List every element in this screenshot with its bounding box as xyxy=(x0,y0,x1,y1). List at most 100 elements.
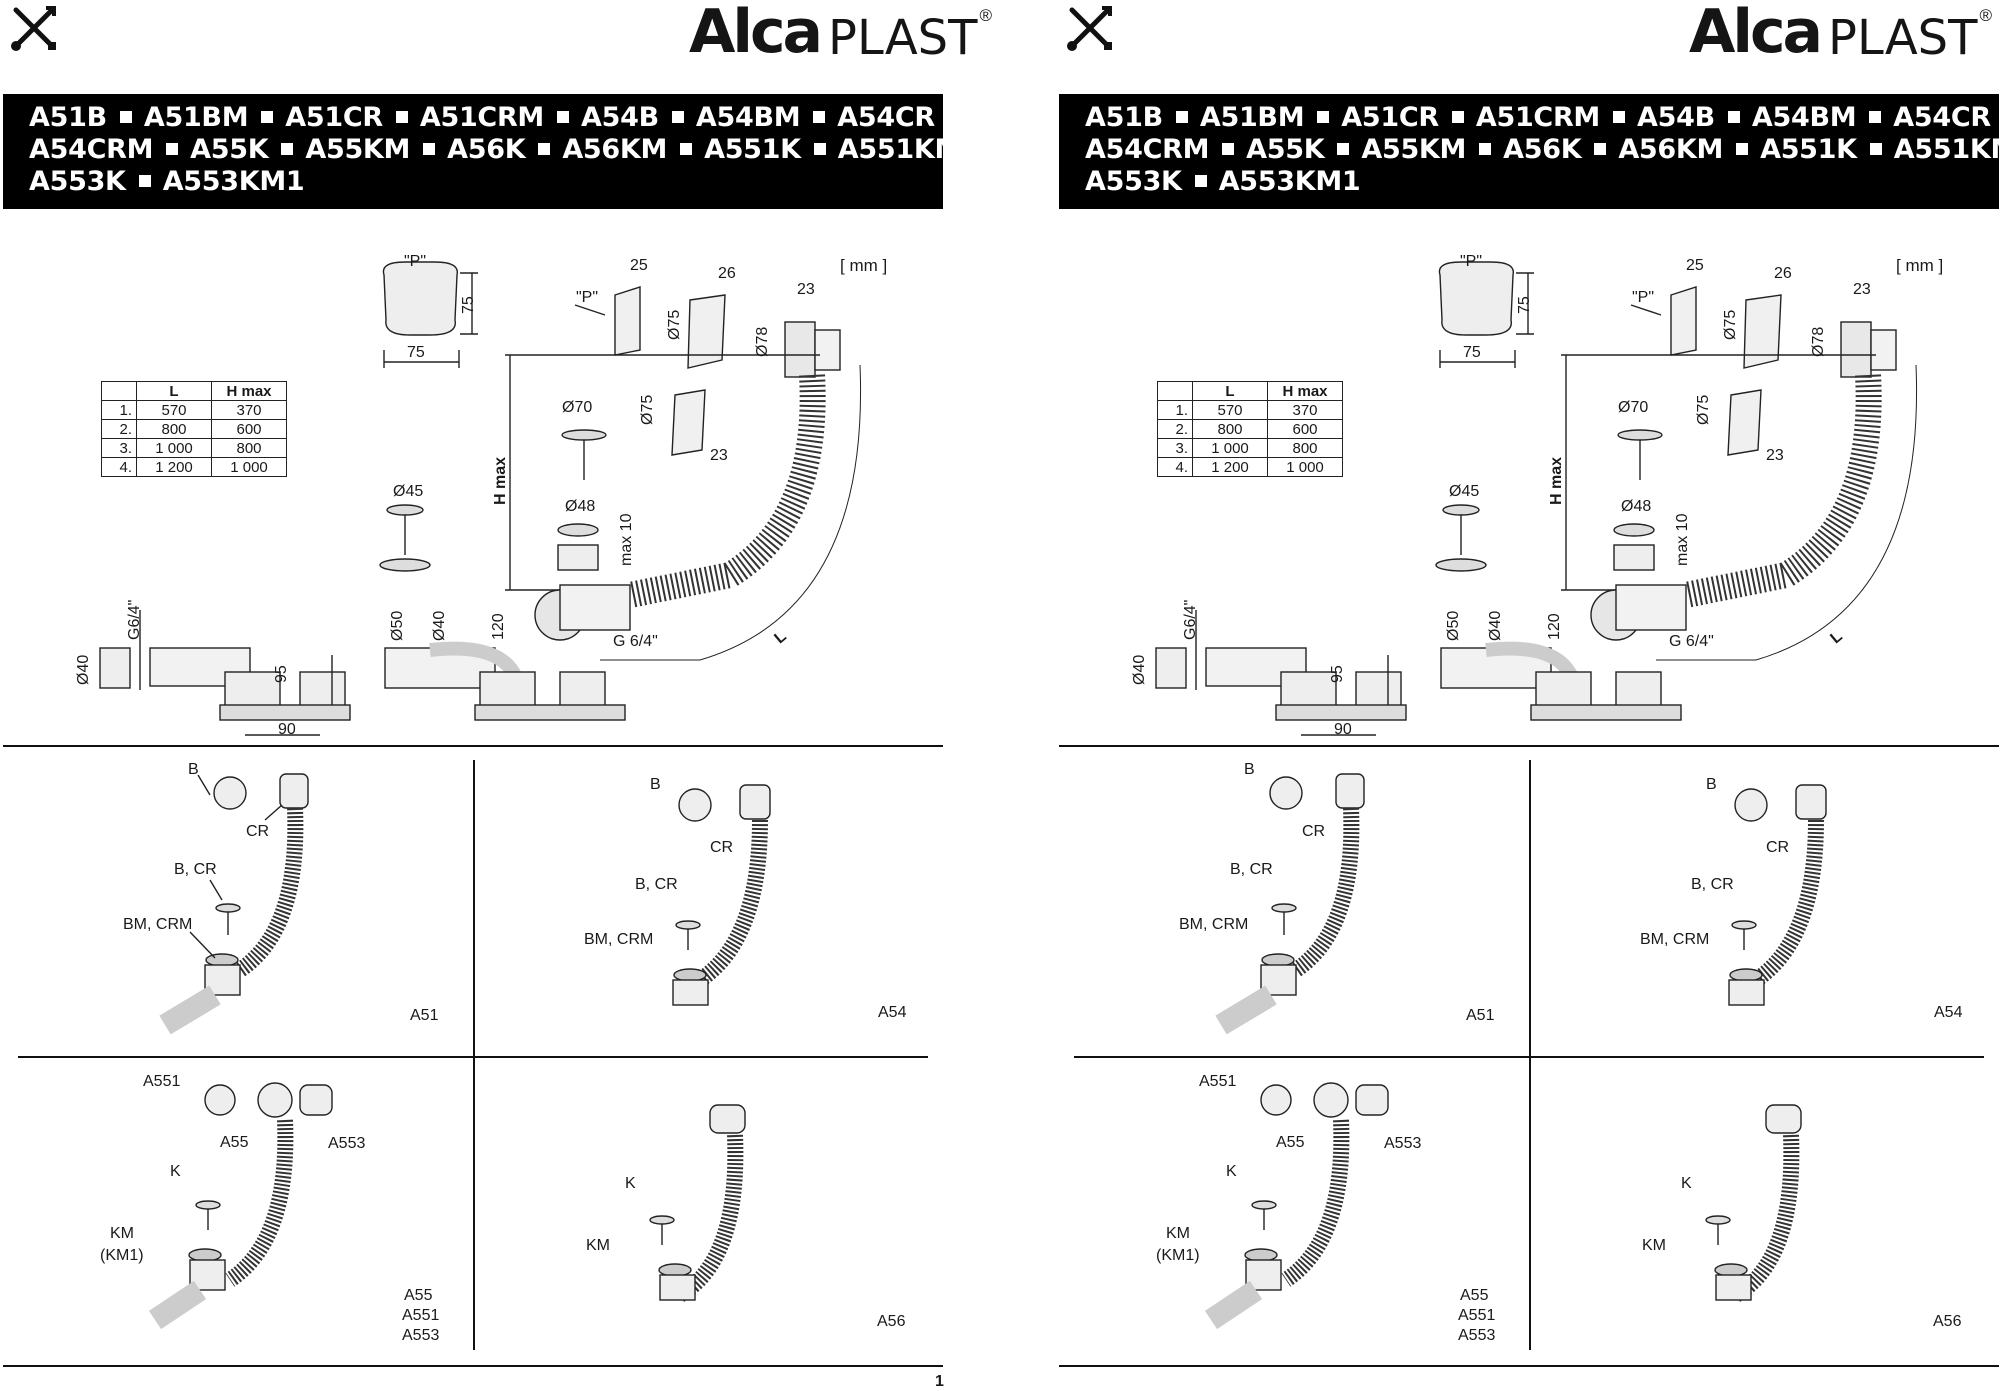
variant-model: A54 xyxy=(1934,1004,1963,1021)
divider xyxy=(1074,1056,1984,1058)
label-a55: A55 xyxy=(220,1134,249,1151)
dim-dia48: Ø48 xyxy=(565,498,596,515)
model-code: A553K xyxy=(1085,166,1182,197)
model-code: A54BM xyxy=(1751,102,1857,133)
label-km: KM xyxy=(1166,1225,1190,1242)
label-a553: A553 xyxy=(328,1135,366,1152)
dim-dia75-a: Ø75 xyxy=(1722,309,1739,340)
divider xyxy=(1529,760,1531,1350)
brand-logo: Alca PLAST ® xyxy=(689,0,992,62)
table-cell: 1 000 xyxy=(1192,438,1268,458)
model-code: A51CRM xyxy=(419,102,545,133)
technical-drawing xyxy=(1155,261,1918,736)
dim-120: 120 xyxy=(490,613,507,640)
table-cell: 1 200 xyxy=(136,457,212,477)
label-a551: A551 xyxy=(143,1073,181,1090)
tools-icon xyxy=(11,6,56,51)
page-number: 1 xyxy=(935,1373,944,1390)
model-code: A51B xyxy=(1085,102,1163,133)
dim-23-bottom: 23 xyxy=(1766,447,1784,464)
model-code: A553K xyxy=(29,166,126,197)
variant-model: A54 xyxy=(878,1004,907,1021)
table-row: 4. 1 200 1 000 xyxy=(1157,457,1343,477)
model-code: A56K xyxy=(1503,134,1582,165)
dim-90: 90 xyxy=(278,721,296,738)
dim-p-label-2: "P" xyxy=(576,289,599,306)
label-b: B xyxy=(188,761,199,778)
table-row: 3. 1 000 800 xyxy=(1157,438,1343,458)
model-code: A551K xyxy=(1760,134,1857,165)
table-row: 2. 800 600 xyxy=(101,419,287,439)
table-row: 1. 570 370 xyxy=(101,400,287,420)
dim-120: 120 xyxy=(1546,613,1563,640)
model-code: A56KM xyxy=(562,134,668,165)
dim-g64-right: G 6/4" xyxy=(1669,633,1714,650)
label-km: KM xyxy=(586,1237,610,1254)
label-cr: CR xyxy=(1302,823,1326,840)
label-b-cr: B, CR xyxy=(635,876,678,893)
label-cr: CR xyxy=(246,823,270,840)
dim-h-max: H max xyxy=(1548,456,1565,505)
dim-dia70: Ø70 xyxy=(1618,399,1649,416)
brand-suffix: PLAST xyxy=(1828,10,1978,66)
dim-23-top: 23 xyxy=(1853,281,1871,298)
table-cell: 1. xyxy=(101,400,137,420)
table-cell: 800 xyxy=(211,438,287,458)
dim-95: 95 xyxy=(273,665,290,683)
dim-dia78: Ø78 xyxy=(754,326,771,357)
model-code: A51CRM xyxy=(1475,102,1601,133)
dim-dia45: Ø45 xyxy=(1449,483,1480,500)
tools-icon xyxy=(1067,6,1112,51)
variant-model: A56 xyxy=(1933,1313,1962,1330)
model-code: A551KM xyxy=(1893,134,2000,165)
dim-g64-right: G 6/4" xyxy=(613,633,658,650)
dim-dia45: Ø45 xyxy=(393,483,424,500)
dim-dia75-b: Ø75 xyxy=(1695,394,1712,425)
variant-drawings xyxy=(1204,773,1827,1330)
divider xyxy=(3,1365,943,1367)
dim-dia40-mid: Ø40 xyxy=(1487,610,1504,641)
dim-dia70: Ø70 xyxy=(562,399,593,416)
variant-model: A553 xyxy=(1458,1327,1496,1344)
table-cell: 1. xyxy=(1157,400,1193,420)
dim-g64-left: G6/4" xyxy=(1182,599,1199,640)
dim-h-max: H max xyxy=(492,456,509,505)
label-km: KM xyxy=(1642,1237,1666,1254)
model-code: A56K xyxy=(447,134,526,165)
dim-g64-left: G6/4" xyxy=(126,599,143,640)
model-code: A55K xyxy=(190,134,269,165)
label-km: KM xyxy=(110,1225,134,1242)
model-code: A54CRM xyxy=(29,134,154,165)
dim-25: 25 xyxy=(1686,257,1704,274)
divider xyxy=(1059,745,1999,747)
model-code: A54B xyxy=(581,102,659,133)
label-k: K xyxy=(1681,1175,1692,1192)
technical-drawing xyxy=(99,261,862,736)
divider xyxy=(18,1056,928,1058)
label-b-cr: B, CR xyxy=(1230,861,1273,878)
variant-model: A55 xyxy=(1460,1287,1489,1304)
dim-dia40-mid: Ø40 xyxy=(431,610,448,641)
table-row: 1. 570 370 xyxy=(1157,400,1343,420)
dim-cap-height: 75 xyxy=(1516,296,1533,314)
model-code: A551KM xyxy=(837,134,962,165)
dim-cap-width: 75 xyxy=(1463,344,1481,361)
model-code: A55KM xyxy=(1361,134,1467,165)
label-b: B xyxy=(1706,776,1717,793)
label-b: B xyxy=(1244,761,1255,778)
variant-model: A551 xyxy=(1458,1307,1496,1324)
dim-23-bottom: 23 xyxy=(710,447,728,464)
table-cell: 1 000 xyxy=(1267,457,1343,477)
table-cell: 2. xyxy=(101,419,137,439)
label-km1: (KM1) xyxy=(1156,1247,1200,1264)
label-bm-crm: BM, CRM xyxy=(123,916,193,933)
dim-p-label: "P" xyxy=(404,253,427,270)
